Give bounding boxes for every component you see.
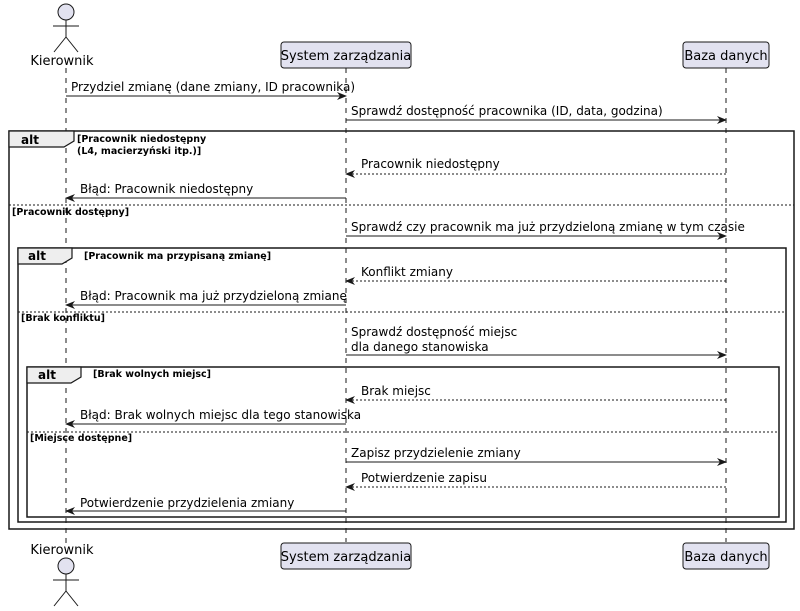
- actor-manager-bottom: [53, 557, 79, 607]
- alt-label-outer: alt: [21, 133, 39, 147]
- alt-label-middle: alt: [28, 249, 46, 263]
- alt-fragment-inner: alt [Brak wolnych miejsc] [Miejsce dostę…: [26, 366, 780, 518]
- outer-guard-line1: [Pracownik niedostępny: [77, 134, 207, 145]
- participant-manager-label-top: Kierownik: [30, 54, 94, 69]
- participant-system-label-top: System zarządzania: [281, 49, 411, 64]
- participant-system-label-bottom: System zarządzania: [281, 550, 411, 565]
- participant-db-label-bottom: Baza danych: [684, 550, 767, 565]
- outer-guard-line2: (L4, macierzyński itp.)]: [77, 146, 201, 157]
- alt-fragment-outer: alt [Pracownik niedostępny (L4, macierzy…: [8, 130, 795, 530]
- message-8-label-line1: Sprawdź dostępność miejsc: [351, 325, 517, 339]
- message-8-label-line2: dla danego stanowiska: [351, 340, 489, 354]
- participant-db-bottom: Baza danych: [682, 542, 770, 570]
- message-5-label: Sprawdź czy pracownik ma już przydzielon…: [351, 220, 745, 234]
- message-1-label: Przydziel zmianę (dane zmiany, ID pracow…: [71, 80, 355, 94]
- participant-db-label-top: Baza danych: [684, 49, 767, 64]
- message-4-label: Błąd: Pracownik niedostępny: [80, 182, 253, 196]
- actor-manager-top: [53, 3, 79, 53]
- actor-head: [57, 557, 75, 575]
- actor-head: [57, 3, 75, 21]
- message-10-label: Błąd: Brak wolnych miejsc dla tego stano…: [80, 408, 361, 422]
- participant-system-bottom: System zarządzania: [280, 542, 412, 570]
- message-9-label: Brak miejsc: [361, 384, 431, 398]
- message-3-label: Pracownik niedostępny: [361, 157, 500, 171]
- message-2-label: Sprawdź dostępność pracownika (ID, data,…: [351, 104, 663, 118]
- message-6-label: Konflikt zmiany: [361, 265, 453, 279]
- outer-else-label: [Pracownik dostępny]: [12, 207, 129, 218]
- participant-db-top: Baza danych: [682, 41, 770, 69]
- middle-guard: [Pracownik ma przypisaną zmianę]: [84, 251, 271, 262]
- message-7-label: Błąd: Pracownik ma już przydzieloną zmia…: [80, 289, 347, 303]
- message-11-label: Zapisz przydzielenie zmiany: [351, 446, 521, 460]
- alt-fragment-middle: alt [Pracownik ma przypisaną zmianę] [Br…: [17, 247, 787, 523]
- message-12-label: Potwierdzenie zapisu: [361, 471, 487, 485]
- alt-label-inner: alt: [38, 368, 56, 382]
- participant-system-top: System zarządzania: [280, 41, 412, 69]
- middle-else-label: [Brak konfliktu]: [21, 313, 105, 324]
- participant-manager-label-bottom: Kierownik: [30, 543, 94, 558]
- inner-else-label: [Miejsce dostępne]: [30, 433, 132, 444]
- inner-guard: [Brak wolnych miejsc]: [93, 369, 211, 380]
- message-13-label: Potwierdzenie przydzielenia zmiany: [80, 496, 294, 510]
